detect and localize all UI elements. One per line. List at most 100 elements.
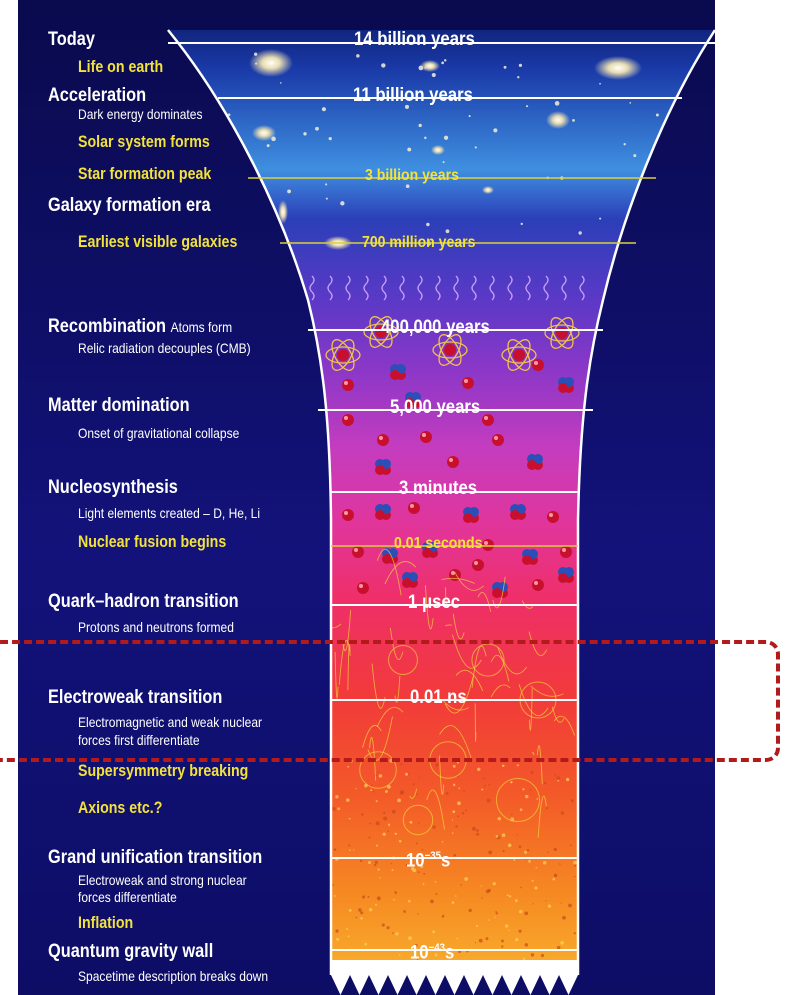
star — [503, 65, 507, 69]
speckle — [348, 817, 351, 820]
speckle — [486, 798, 491, 803]
nucleus — [390, 364, 406, 380]
speckle — [391, 869, 394, 872]
speckle — [520, 886, 522, 889]
particle-track — [369, 736, 377, 781]
time-star-formation-peak: 3 billion years — [365, 167, 459, 184]
speckle — [501, 939, 504, 943]
speckle — [477, 767, 481, 771]
speckle — [476, 832, 480, 836]
speckle — [405, 864, 408, 867]
era-gut-subtitle-1: Electroweak and strong nuclear — [78, 872, 247, 888]
speckle — [543, 781, 547, 785]
track-loop-6 — [402, 804, 434, 836]
particle-track — [530, 685, 564, 697]
nucleus — [463, 507, 479, 523]
event-earliest-galaxies: Earliest visible galaxies — [78, 233, 238, 251]
timeline-ticks — [168, 42, 715, 951]
speckle — [417, 958, 419, 960]
speckle — [488, 783, 491, 786]
speckle — [405, 772, 408, 776]
galaxy-2 — [594, 56, 642, 80]
proton — [408, 502, 420, 514]
particle-track — [477, 592, 492, 612]
speckle — [440, 762, 443, 764]
speckle — [375, 774, 378, 776]
time-recombination: 400,000 years — [381, 317, 490, 338]
time-nucleosynthesis: 3 minutes — [399, 478, 478, 499]
particle-track — [442, 699, 469, 711]
quantum-gravity-teeth — [331, 960, 578, 995]
star — [578, 231, 582, 235]
star — [431, 72, 436, 78]
speckle — [501, 945, 504, 948]
speckle — [381, 923, 385, 927]
star — [321, 107, 327, 112]
photon-wave — [363, 275, 369, 301]
event-life-on-earth: Life on earth — [78, 58, 164, 76]
speckle — [372, 791, 375, 793]
speckle — [418, 776, 421, 779]
speckle — [510, 817, 515, 822]
nucleus — [558, 567, 574, 583]
nucleus — [405, 392, 421, 408]
speckle — [552, 877, 556, 881]
particle-track — [384, 561, 417, 585]
speckle — [485, 937, 489, 941]
star — [443, 135, 449, 140]
speckle — [457, 815, 460, 818]
speckle — [390, 863, 393, 865]
photon-wave — [579, 275, 585, 301]
particle-track — [409, 788, 418, 799]
speckle — [507, 843, 512, 848]
era-grand-unification: Grand unification transition — [48, 847, 263, 868]
speckle — [508, 895, 512, 898]
speckle — [408, 936, 413, 941]
photon-wave — [399, 275, 405, 301]
era-gut-subtitle-2: forces differentiate — [78, 889, 177, 905]
time-gut-exponent: −35 — [424, 850, 442, 862]
speckle — [524, 911, 529, 916]
photon-wave — [561, 275, 567, 301]
speckle — [395, 892, 397, 894]
proton — [472, 559, 484, 571]
era-quark-hadron: Quark–hadron transition — [48, 591, 239, 612]
particle-track — [367, 716, 393, 761]
speckle — [556, 776, 560, 780]
speckle — [385, 790, 388, 793]
photon-wave — [471, 275, 477, 301]
speckle — [418, 822, 420, 824]
galaxy-3 — [546, 111, 570, 129]
track-loop-3 — [359, 751, 397, 789]
speckle — [333, 848, 337, 851]
speckle — [377, 771, 380, 774]
track-loop-5 — [495, 777, 541, 823]
speckle — [407, 773, 410, 775]
proton — [532, 579, 544, 591]
time-acceleration: 11 billion years — [353, 85, 473, 106]
speckle — [562, 915, 566, 920]
era-recombination-subtitle: Relic radiation decouples (CMB) — [78, 340, 251, 356]
time-nuclear-fusion: 0.01 seconds — [394, 535, 483, 552]
speckle — [391, 932, 394, 934]
particle-track — [551, 706, 565, 723]
galaxy-4 — [252, 125, 276, 141]
speckle — [468, 908, 472, 913]
nucleus — [510, 504, 526, 520]
speckle — [360, 813, 364, 816]
nucleus — [375, 504, 391, 520]
nucleus — [492, 582, 508, 598]
speckle — [452, 764, 456, 768]
era-acceleration: Acceleration — [48, 85, 147, 106]
speckle — [348, 908, 352, 912]
particle-track — [362, 725, 382, 748]
speckle — [535, 866, 538, 869]
nucleus — [422, 542, 438, 558]
speckle — [412, 783, 415, 786]
speckle — [494, 916, 496, 918]
particle-track — [553, 715, 576, 736]
speckle — [502, 849, 505, 853]
star — [474, 146, 477, 149]
speckle — [457, 775, 460, 778]
speckle — [445, 791, 449, 795]
